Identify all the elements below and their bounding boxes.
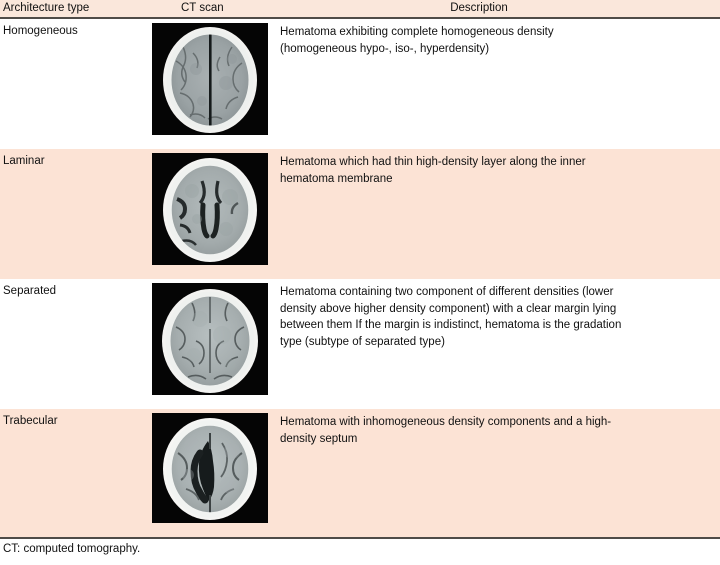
cell-ct-scan <box>152 149 280 265</box>
cell-architecture-type: Laminar <box>3 155 45 167</box>
table-bottom-rule <box>0 537 720 539</box>
cell-architecture-type: Homogeneous <box>3 25 78 37</box>
ct-scan-image-laminar <box>152 153 268 265</box>
cell-description: Hematoma containing two component of dif… <box>280 286 622 348</box>
column-header-architecture-type: Architecture type <box>3 2 90 14</box>
table-footnote: CT: computed tomography. <box>0 539 720 555</box>
column-header-description: Description <box>450 2 508 14</box>
ct-scan-image-trabecular <box>152 413 268 523</box>
table-row: Trabecular <box>0 409 720 537</box>
cell-ct-scan <box>152 409 280 523</box>
cell-architecture-type: Separated <box>3 285 57 297</box>
ct-scan-image-separated <box>152 283 268 395</box>
ct-scan-image-homogeneous <box>152 23 268 135</box>
table-row: Laminar <box>0 149 720 279</box>
table-row: Homogeneous <box>0 19 720 149</box>
cell-architecture-type: Trabecular <box>3 415 58 427</box>
table-header-row: Architecture type CT scan Description <box>0 0 720 19</box>
cell-ct-scan <box>152 19 280 135</box>
cell-description: Hematoma which had thin high-density lay… <box>280 156 586 185</box>
table-row: Separated <box>0 279 720 409</box>
cell-description: Hematoma with inhomogeneous density comp… <box>280 416 612 445</box>
cell-ct-scan <box>152 279 280 395</box>
cell-description: Hematoma exhibiting complete homogeneous… <box>280 26 554 55</box>
column-header-ct-scan: CT scan <box>181 2 224 14</box>
